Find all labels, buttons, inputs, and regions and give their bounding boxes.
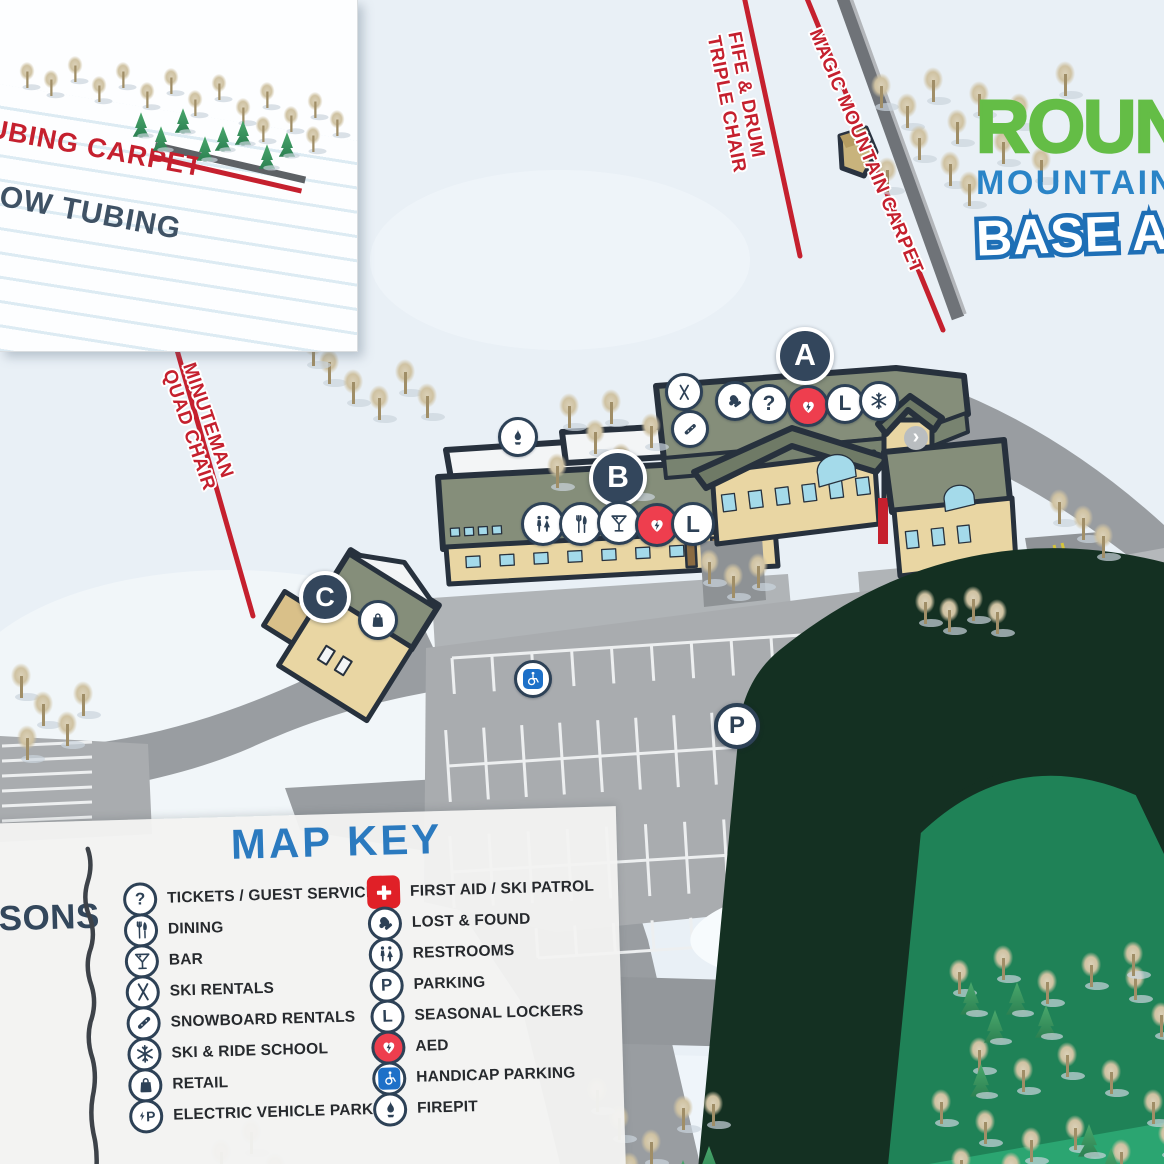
bare-tree-icon (327, 109, 351, 139)
bare-tree-icon (257, 81, 281, 111)
lift-name: MAGIC MOUNTAIN CARPET (804, 26, 927, 277)
bare-tree-icon (185, 89, 209, 119)
map-key-label: ELECTRIC VEHICLE PARKING (172, 1099, 402, 1124)
map-key-label: RETAIL (172, 1073, 229, 1093)
ev-parking-icon: P (128, 1098, 164, 1134)
map-key-title: MAP KEY (230, 814, 444, 868)
map-key-label: SNOWBOARD RENTALS (170, 1007, 356, 1031)
bare-tree-icon (65, 55, 89, 85)
ski-rentals-icon (125, 974, 161, 1010)
conifer-tree-icon (279, 132, 300, 159)
lost-found-icon (367, 905, 403, 941)
bare-tree-icon (281, 105, 305, 135)
magic-carpet-line (804, 0, 946, 333)
first-aid-icon (366, 875, 401, 910)
snowboard-rentals-icon (671, 410, 709, 448)
ski-ride-school-icon (859, 381, 899, 421)
conifer-tree-icon (235, 120, 256, 147)
handicap-parking-icon (371, 1060, 407, 1096)
handicap-parking-icon (514, 660, 552, 698)
lift-lines (174, 0, 967, 619)
fife-drum-label: FIFE & DRUM TRIPLE CHAIR (703, 30, 771, 174)
retail-icon (358, 600, 398, 640)
map-key-label: RESTROOMS (412, 941, 515, 962)
snowboard-rentals-icon (126, 1005, 162, 1041)
minuteman-label: MINUTEMAN QUAD CHAIR (158, 360, 239, 493)
map-key-left-column: ? TICKETS / GUEST SERVICE DINING BAR SKI REN… (122, 876, 402, 1134)
logo-name: ROUND (975, 85, 1164, 168)
snow-patch (370, 170, 750, 350)
conifer-tree-icon (215, 126, 236, 153)
map-key-label: AED (415, 1036, 449, 1055)
seasonal-lockers-icon: L (671, 502, 715, 546)
aed-icon (370, 1029, 406, 1065)
map-key-label: LOST & FOUND (411, 910, 531, 931)
firepit-icon (498, 417, 538, 457)
tickets-icon: ? (749, 384, 789, 424)
building-c-badge: C (299, 571, 351, 623)
tickets-icon: ? (122, 881, 158, 917)
conifer-tree-icon (133, 112, 154, 139)
bare-tree-icon (305, 91, 329, 121)
fife-drum-lift-line (742, 0, 803, 259)
dining-icon (123, 912, 159, 948)
map-key-label: BAR (168, 950, 204, 969)
map-key-label: TICKETS / GUEST SERVICE (166, 883, 377, 907)
map-key-label: SKI RENTALS (169, 979, 275, 1000)
parking-badge: P (714, 703, 760, 749)
bare-tree-icon (137, 81, 161, 111)
seasonal-lockers-icon: L (370, 998, 405, 1034)
resort-logo: ROUND MOUNTAIN BASE ARE BASE ARE (971, 85, 1164, 271)
parking-icon: P (369, 967, 405, 1003)
restrooms-icon (368, 936, 404, 972)
conifer-tree-icon (153, 126, 174, 153)
logo-subtitle: MOUNTAIN (976, 164, 1164, 203)
building-a-badge: A (776, 327, 834, 385)
building-b-badge: B (589, 449, 647, 507)
conifer-tree-icon (259, 144, 280, 171)
retail-icon (127, 1067, 163, 1103)
base-area-label: BASE ARE BASE ARE (971, 197, 1164, 271)
map-key-label: PARKING (413, 973, 486, 993)
hut-roof (840, 128, 870, 148)
chevron-icon: › (904, 426, 928, 450)
hand-drawn-divider (83, 846, 99, 1164)
bare-tree-icon (89, 75, 113, 105)
magic-carpet-label: MAGIC MOUNTAIN CARPET (805, 26, 927, 277)
map-key-label: FIREPIT (416, 1097, 479, 1117)
aed-icon (787, 385, 829, 427)
map-key-label: SEASONAL LOCKERS (414, 1001, 584, 1024)
map-key-right-column: FIRST AID / SKI PATROL LOST & FOUND RESTRO… (366, 871, 601, 1127)
tubing-inset-panel: TUBING CARPET SNOW TUBING (0, 0, 358, 352)
bare-tree-icon (161, 67, 185, 97)
seasonal-lockers-icon: L (825, 384, 865, 424)
map-key-item: P ELECTRIC VEHICLE PARKING (128, 1093, 402, 1134)
map-key-label: FIRST AID / SKI PATROL (409, 877, 595, 900)
bare-tree-icon (41, 69, 65, 99)
minuteman-lift-line (174, 347, 256, 619)
bare-tree-icon (303, 125, 327, 155)
map-key-label: DINING (167, 918, 224, 938)
conifer-tree-icon (175, 108, 196, 135)
conifer-tree-icon (197, 136, 218, 163)
map-key-label: SKI & RIDE SCHOOL (171, 1039, 329, 1062)
ski-ride-school-icon (127, 1036, 162, 1072)
ski-rentals-icon (665, 373, 703, 411)
bare-tree-icon (253, 115, 277, 145)
magic-carpet-strip (836, 0, 965, 321)
bare-tree-icon (209, 73, 233, 103)
map-key-item: FIREPIT (372, 1088, 601, 1127)
map-key-label: HANDICAP PARKING (415, 1063, 576, 1086)
bare-tree-icon (17, 61, 41, 91)
bare-tree-icon (113, 61, 137, 91)
bar-icon (124, 943, 160, 979)
inset-tree-layer (0, 0, 357, 351)
firepit-icon (372, 1091, 408, 1127)
